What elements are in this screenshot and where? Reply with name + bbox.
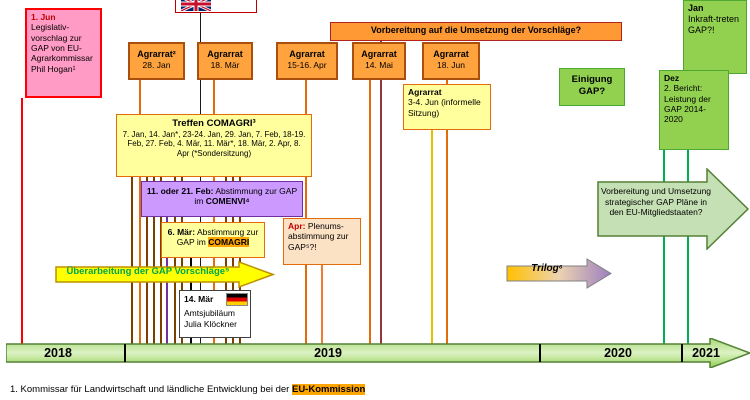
comenvi-vote-committee: COMENVI⁴ (205, 196, 250, 207)
inkrafttreten-text: Inkraft-treten GAP?! (688, 13, 740, 35)
agrarrat-label: Agrarrat (433, 49, 469, 59)
einigung-line1: Einigung (571, 74, 613, 85)
connector-comagri-meeting (131, 177, 133, 344)
footnote-highlight: EU-Kommission (291, 384, 366, 395)
agrarrat-date: 18. Jun (437, 59, 465, 70)
connector-comagri-meeting (239, 177, 241, 344)
connector-plenum (321, 265, 323, 344)
comagri-meetings-title: Treffen COMAGRI³ (172, 118, 256, 129)
agrarrat-date: 14. Mai (365, 59, 393, 70)
agrarrat-date: 28. Jan (142, 59, 171, 70)
kloeckner-date: 14. Mär (184, 294, 214, 304)
plenum-vote-date: Apr: (288, 221, 306, 231)
agrarrat-informal-box: Agrarrat 3-4. Jun (informelle Sitzung) (403, 84, 491, 130)
year-label-2021: 2021 (692, 346, 720, 360)
agrarrat-date: 15-16. Apr (287, 59, 327, 70)
connector-legislative (21, 98, 23, 344)
agrarrat-label: Agrarrat (207, 49, 243, 59)
implementation-banner-label: Vorbereitung auf die Umsetzung der Vorsc… (370, 25, 582, 35)
agrarrat-informal-label: Agrarrat (408, 87, 442, 97)
connector-agrarrat-4 (369, 80, 371, 344)
connector-agrarrat-5 (446, 80, 448, 344)
comenvi-vote-text: Abstimmung zur GAP im (194, 186, 298, 207)
einigung-line2: GAP? (578, 85, 606, 97)
plenum-vote-text: Plenums-abstimmung zur GAP⁵?! (288, 221, 349, 252)
footnote: 1. Kommissar für Landwirtschaft und länd… (10, 384, 366, 395)
legislative-text: Legislativ-vorschlag zur GAP von EU-Agra… (31, 22, 93, 74)
agrarrat-box-5: Agrarrat 18. Jun (422, 42, 480, 80)
agrarrat-label: Agrarrat (361, 49, 397, 59)
connector-comagri-meeting (146, 177, 148, 344)
trilog-arrow (506, 258, 612, 289)
umsetzung-arrow (597, 168, 750, 250)
year-label-2020: 2020 (604, 346, 632, 360)
connector-brexit (200, 13, 201, 344)
year-label-2018: 2018 (44, 346, 72, 360)
connector-banner (380, 41, 382, 344)
connector-agrarrat-3 (305, 80, 307, 344)
comagri-vote-box: 6. Mär: Abstimmung zur GAP im COMAGRI (161, 222, 265, 258)
revision-arrow (55, 261, 275, 288)
trilog-label: Trilog⁶ (531, 263, 563, 274)
agrarrat-box-4: Agrarrat 14. Mai (352, 42, 406, 80)
comenvi-vote-box: 11. oder 21. Feb: Abstimmung zur GAP im … (141, 181, 303, 217)
umsetzung-arrow-label: Vorbereitung und Umsetzung strategischer… (600, 186, 712, 218)
agrarrat-box-1: Agrarrat² 28. Jan (128, 42, 185, 80)
comagri-vote-date: 6. Mär: (167, 227, 196, 237)
connector-comagri-meeting (160, 177, 162, 344)
legislative-proposal-box: 1. Jun Legislativ-vorschlag zur GAP von … (25, 8, 102, 98)
agrarrat-label: Agrarrat (289, 49, 325, 59)
uk-flag-icon (181, 0, 211, 11)
connector-bericht (663, 150, 665, 344)
brexit-box (175, 0, 257, 13)
connector-comagri-meeting (232, 177, 234, 344)
footnote-text: 1. Kommissar für Landwirtschaft und länd… (10, 384, 292, 395)
year-label-2019: 2019 (314, 346, 342, 360)
comagri-meetings-dates: 7. Jan, 14. Jan*, 23-24. Jan, 29. Jan, 7… (122, 129, 306, 159)
connector-comagri-meeting (225, 177, 227, 344)
inkrafttreten-month: Jan (688, 3, 704, 13)
comagri-vote-committee: COMAGRI (208, 237, 250, 248)
inkrafttreten-box: Jan Inkraft-treten GAP?! (683, 0, 747, 74)
revision-arrow-label: Überarbeitung der GAP Vorschläge⁵ (66, 266, 230, 277)
plenum-vote-box: Apr: Plenums-abstimmung zur GAP⁵?! (283, 218, 361, 265)
kloeckner-line1: Amtsjubiläum (184, 308, 236, 319)
connector-comagri-meeting (181, 177, 183, 344)
legislative-date: 1. Jun (31, 12, 56, 22)
einigung-box: Einigung GAP? (559, 68, 625, 106)
bericht-month: Dez (664, 73, 680, 83)
timeline-arrow (6, 338, 750, 368)
agrarrat-box-3: Agrarrat 15-16. Apr (276, 42, 338, 80)
kloeckner-box: 14. Mär Amtsjubiläum Julia Klöckner (179, 290, 251, 338)
kloeckner-line2: Julia Klöckner (184, 318, 237, 329)
bericht-text: 2. Bericht: Leistung der GAP 2014-2020 (664, 83, 711, 125)
implementation-banner: Vorbereitung auf die Umsetzung der Vorsc… (330, 22, 622, 41)
agrarrat-date: 18. Mär (210, 59, 240, 70)
agrarrat-informal-text: 3-4. Jun (informelle Sitzung) (408, 97, 481, 118)
bericht-box: Dez 2. Bericht: Leistung der GAP 2014-20… (659, 70, 729, 150)
connector-agrarrat-1 (139, 80, 141, 344)
comenvi-vote-date: 11. oder 21. Feb: (146, 186, 214, 196)
agrarrat-box-2: Agrarrat 18. Mär (197, 42, 253, 80)
comagri-vote-text: Abstimmung zur GAP im (176, 227, 259, 248)
agrarrat-label: Agrarrat² (137, 49, 176, 59)
connector-informal (431, 130, 433, 344)
connector-comagri-meeting (153, 177, 155, 344)
comagri-meetings-box: Treffen COMAGRI³ 7. Jan, 14. Jan*, 23-24… (116, 114, 312, 177)
connector-comagri-meeting (174, 177, 176, 344)
german-flag-icon (226, 293, 248, 306)
